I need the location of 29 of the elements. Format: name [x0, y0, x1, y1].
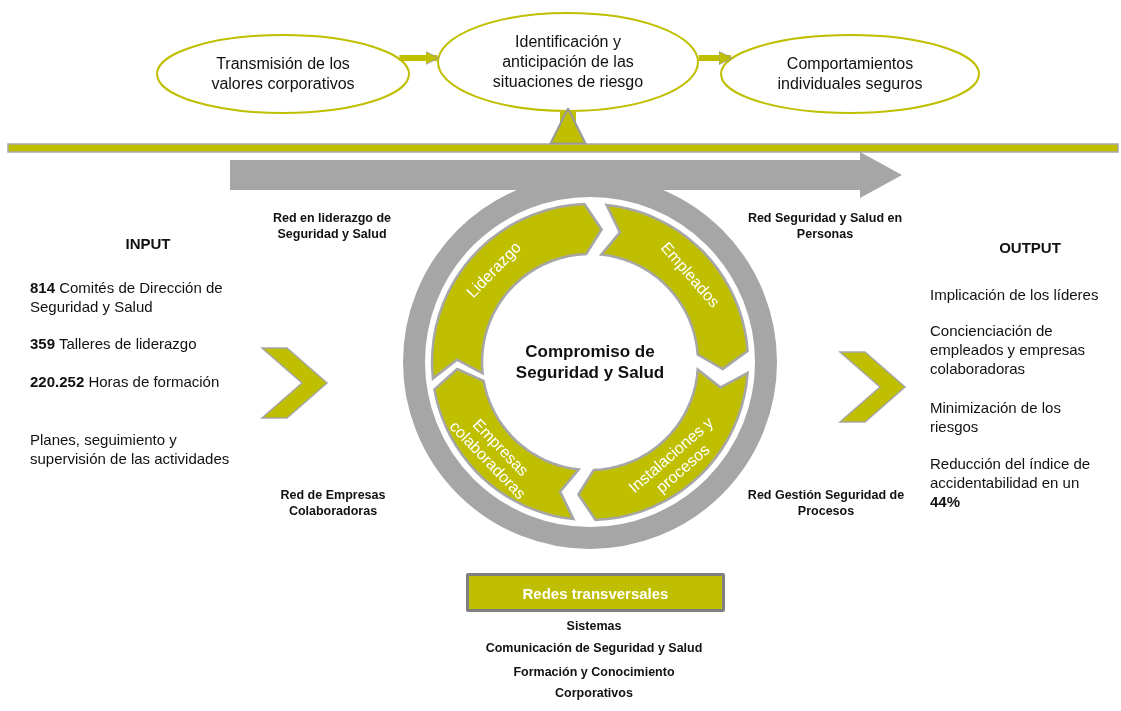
- node-text: Comportamientos individuales seguros: [776, 54, 924, 94]
- process-ellipse: [720, 34, 980, 114]
- section-heading: INPUT: [124, 234, 172, 253]
- network-label: Red Seguridad y Salud en Personas: [746, 210, 904, 242]
- network-label: Red de Empresas Colaboradoras: [279, 487, 387, 519]
- input-item: Planes, seguimiento y supervisión de las actividades: [30, 430, 230, 468]
- network-label: Red Gestión Seguridad de Procesos: [746, 487, 906, 519]
- process-ellipse: [156, 34, 410, 114]
- input-item: 220.252 Horas de formación: [30, 372, 221, 391]
- output-item: Reducción del índice de accidentabilidad en un 44%: [930, 454, 1092, 511]
- network-item: Formación y Conocimiento Corporativos: [512, 664, 676, 702]
- arrow: [698, 51, 733, 65]
- network-item: Comunicación de Seguridad y Salud: [484, 640, 704, 656]
- network-item: Sistemas: [565, 618, 623, 634]
- output-item: Implicación de los líderes: [930, 285, 1100, 304]
- node-text: Transmisión de los valores corporativos: [211, 54, 355, 94]
- output-item: Concienciación de empleados y empresas colaboradoras: [930, 321, 1087, 378]
- header-bar: [466, 573, 725, 612]
- node-text: Compromiso de Seguridad y Salud: [514, 341, 666, 383]
- section-heading: OUTPUT: [998, 238, 1062, 257]
- node-text: Identificación y anticipación de las situaciones de riesgo: [492, 32, 644, 92]
- input-item: 814 Comités de Dirección de Seguridad y Salud: [30, 278, 224, 316]
- arrow: [549, 107, 587, 145]
- input-item: 359 Talleres de liderazgo: [30, 334, 198, 353]
- node-text: Redes transversales: [521, 584, 670, 601]
- output-item: Minimización de los riesgos: [930, 398, 1062, 436]
- process-ellipse: [437, 12, 699, 112]
- network-label: Red en liderazgo de Seguridad y Salud: [271, 210, 393, 242]
- arrow: [399, 51, 440, 65]
